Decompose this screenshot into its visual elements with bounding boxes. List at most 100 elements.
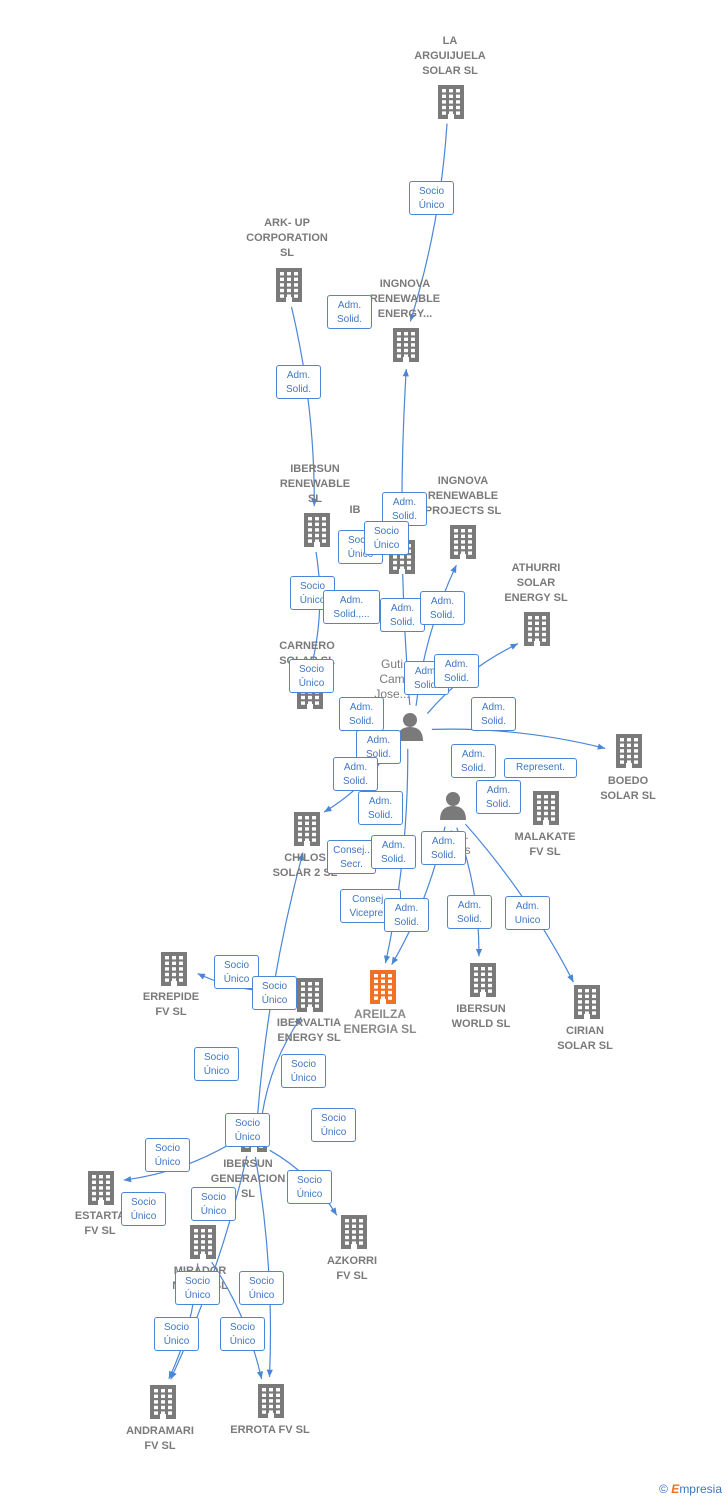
building-icon[interactable]: [524, 612, 550, 646]
arrow-head: [391, 956, 399, 965]
node-label-errepide[interactable]: ERREPIDE FV SL: [142, 991, 200, 1018]
node-label-malakate[interactable]: MALAKATE FV SL: [514, 831, 576, 858]
relation-edge: [170, 1155, 248, 1380]
arrow-head: [402, 368, 409, 377]
building-icon[interactable]: [533, 791, 559, 825]
relation-badge[interactable]: Socio Único: [239, 1271, 284, 1305]
relation-badge[interactable]: Adm. Solid.,...: [323, 590, 380, 624]
arrow-head: [123, 1176, 132, 1183]
relation-edge: [409, 123, 448, 322]
relation-badge[interactable]: Socio Único: [191, 1187, 236, 1221]
building-icon[interactable]: [341, 1215, 367, 1249]
relation-badge[interactable]: Adm. Solid.: [421, 831, 466, 865]
node-label-andramari[interactable]: ANDRAMARI FV SL: [126, 1425, 194, 1452]
relation-badge[interactable]: Adm. Solid.: [380, 598, 425, 632]
node-label-errota[interactable]: ERROTA FV SL: [230, 1424, 310, 1436]
building-icon[interactable]: [297, 978, 323, 1012]
relation-badge[interactable]: Adm. Solid.: [371, 835, 416, 869]
node-label-azkorri[interactable]: AZKORRI FV SL: [326, 1255, 378, 1282]
footer-brand[interactable]: © Empresia: [659, 1482, 722, 1496]
arrow-head: [324, 805, 332, 813]
building-icon[interactable]: [294, 812, 320, 846]
arrow-head: [197, 973, 206, 980]
person-icon[interactable]: [440, 792, 466, 820]
building-icon[interactable]: [258, 1384, 284, 1418]
node-label-ibervaltia[interactable]: IBERVALTIA ENERGY SL: [276, 1017, 342, 1044]
building-icon[interactable]: [190, 1225, 216, 1259]
relation-badge[interactable]: Adm. Solid.: [276, 365, 321, 399]
relation-edge: [261, 1016, 302, 1115]
relation-badge[interactable]: Socio Único: [214, 955, 259, 989]
building-icon[interactable]: [304, 513, 330, 547]
building-icon[interactable]: [438, 85, 464, 119]
relation-badge[interactable]: Socio Único: [409, 181, 454, 215]
node-label-ibersun-renewable[interactable]: IBERSUN RENEWABLE SL: [279, 463, 351, 505]
arrow-head: [384, 955, 391, 964]
relation-badge[interactable]: Adm. Solid.: [333, 757, 378, 791]
relation-badge[interactable]: Adm. Solid.: [327, 295, 372, 329]
relation-badge[interactable]: Adm. Solid.: [476, 780, 521, 814]
relation-edge: [431, 728, 606, 749]
building-icon[interactable]: [470, 963, 496, 997]
node-label-estarta[interactable]: ESTARTA FV SL: [74, 1210, 126, 1237]
relation-badge[interactable]: Adm. Solid.: [384, 898, 429, 932]
relation-badge[interactable]: Adm. Solid.: [339, 697, 384, 731]
building-icon[interactable]: [370, 970, 396, 1004]
relation-edge: [310, 551, 321, 669]
node-label-la-arguijuela[interactable]: LA ARGUIJUELA SOLAR SL: [414, 35, 486, 77]
arrow-head: [510, 643, 518, 650]
relation-edge: [290, 306, 315, 507]
building-icon[interactable]: [450, 525, 476, 559]
relation-badge[interactable]: Socio Único: [175, 1271, 220, 1305]
relation-badge[interactable]: Socio Único: [220, 1317, 265, 1351]
node-label-ibersun-world[interactable]: IBERSUN WORLD SL: [451, 1003, 511, 1030]
building-icon[interactable]: [616, 734, 642, 768]
relation-badge[interactable]: Socio Único: [252, 976, 297, 1010]
node-label-ark-up[interactable]: ARK- UP CORPORATION SL: [246, 217, 328, 259]
building-icon[interactable]: [574, 985, 600, 1019]
relation-badge[interactable]: Socio Único: [289, 659, 334, 693]
node-label-areilza[interactable]: AREILZA ENERGIA SL: [343, 1007, 417, 1036]
arrow-head: [168, 1370, 175, 1379]
building-icon[interactable]: [150, 1385, 176, 1419]
relation-badge[interactable]: Socio Único: [194, 1047, 239, 1081]
relation-badge[interactable]: Adm. Solid.: [451, 744, 496, 778]
relation-badge[interactable]: Socio Único: [145, 1138, 190, 1172]
building-icon[interactable]: [276, 268, 302, 302]
relation-badge[interactable]: Adm. Solid.: [471, 697, 516, 731]
node-label-ibersun-generacion[interactable]: IBERSUN GENERACION SL: [210, 1158, 286, 1200]
brand-logo-letter: E: [671, 1482, 680, 1496]
node-label-ingnova-projects[interactable]: INGNOVA RENEWABLE PROJECTS SL: [424, 475, 502, 517]
relation-badge[interactable]: Socio Único: [281, 1054, 326, 1088]
relation-badge[interactable]: Socio Único: [225, 1113, 270, 1147]
arrow-head: [266, 1369, 273, 1378]
relation-badge[interactable]: Adm. Solid.: [434, 654, 479, 688]
relation-badge[interactable]: Adm. Solid.: [358, 791, 403, 825]
relation-badge[interactable]: Socio Único: [364, 521, 409, 555]
arrow-head: [297, 852, 305, 861]
building-icon[interactable]: [161, 952, 187, 986]
relation-badge[interactable]: Represent.: [504, 758, 577, 778]
node-label-ib[interactable]: IB: [349, 504, 361, 516]
person-icon[interactable]: [397, 713, 423, 741]
relation-badge[interactable]: Socio Único: [154, 1317, 199, 1351]
arrow-head: [567, 974, 574, 983]
relation-edge: [254, 1156, 272, 1378]
relation-badge[interactable]: Socio Único: [287, 1170, 332, 1204]
arrow-head: [311, 498, 318, 507]
building-icon[interactable]: [88, 1171, 114, 1205]
relation-badge[interactable]: Adm. Unico: [505, 896, 550, 930]
node-label-boedo[interactable]: BOEDO SOLAR SL: [600, 775, 656, 802]
node-label-athurri[interactable]: ATHURRI SOLAR ENERGY SL: [504, 562, 568, 604]
node-label-ingnova-energy[interactable]: INGNOVA RENEWABLE ENERGY...: [369, 278, 441, 320]
relation-badge[interactable]: Socio Único: [121, 1192, 166, 1226]
relation-badge[interactable]: Adm. Solid.: [447, 895, 492, 929]
relation-badge[interactable]: Adm. Solid.: [420, 591, 465, 625]
arrow-head: [256, 1371, 264, 1379]
relation-badge[interactable]: Socio Único: [311, 1108, 356, 1142]
arrow-head: [475, 948, 483, 957]
arrow-head: [450, 565, 457, 574]
relation-badge[interactable]: Consej.. Secr.: [327, 840, 376, 874]
building-icon[interactable]: [393, 328, 419, 362]
node-label-cirian[interactable]: CIRIAN SOLAR SL: [557, 1025, 613, 1052]
